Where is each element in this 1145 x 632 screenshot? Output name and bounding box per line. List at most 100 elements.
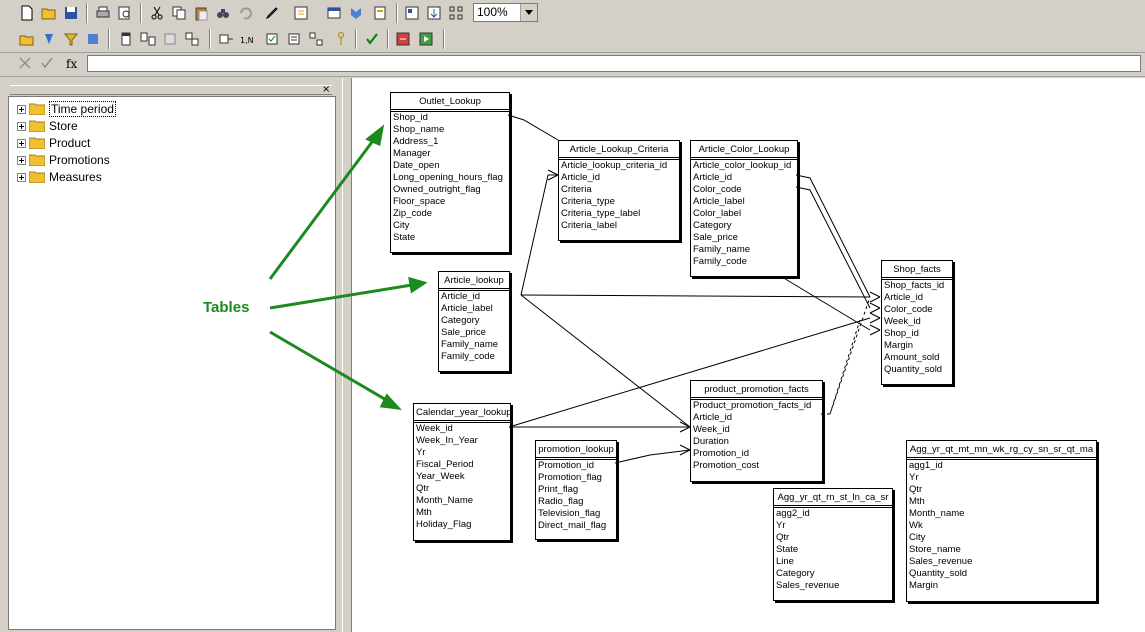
table-field[interactable]: Article_color_lookup_id: [693, 160, 792, 171]
table-field[interactable]: Promotion_flag: [538, 472, 602, 483]
new-icon[interactable]: [17, 3, 37, 23]
table-field[interactable]: Article_id: [693, 412, 733, 423]
table-field[interactable]: agg2_id: [776, 508, 810, 519]
tree-item-time-period[interactable]: Time period: [17, 101, 116, 117]
table-field[interactable]: Television_flag: [538, 508, 601, 519]
edit-icon[interactable]: [262, 3, 282, 23]
table-field[interactable]: Mth: [909, 496, 925, 507]
table-field[interactable]: Promotion_id: [538, 460, 594, 471]
table-field[interactable]: Criteria: [561, 184, 592, 195]
table-field[interactable]: Store_name: [909, 544, 961, 555]
table-field[interactable]: Shop_id: [884, 328, 919, 339]
tree-item-measures[interactable]: Measures: [17, 169, 102, 185]
print-preview-icon[interactable]: [115, 3, 135, 23]
table-field[interactable]: Week_id: [693, 424, 730, 435]
table-field[interactable]: Product_promotion_facts_id: [693, 400, 812, 411]
table-field[interactable]: Family_code: [693, 256, 747, 267]
table-field[interactable]: Margin: [909, 580, 939, 591]
table-field[interactable]: Radio_flag: [538, 496, 584, 507]
table-field[interactable]: Yr: [776, 520, 786, 531]
table-field[interactable]: Date_open: [393, 160, 440, 171]
table-field[interactable]: Article_id: [693, 172, 733, 183]
table-field[interactable]: Address_1: [393, 136, 439, 147]
undo-icon[interactable]: [235, 3, 255, 23]
table-field[interactable]: Category: [776, 568, 815, 579]
table-field[interactable]: Margin: [884, 340, 914, 351]
aggregate-navigation-icon[interactable]: [362, 29, 382, 49]
view-icon[interactable]: [324, 3, 344, 23]
table-field[interactable]: State: [393, 232, 416, 243]
key-icon[interactable]: [331, 29, 351, 49]
close-icon[interactable]: ×: [322, 84, 331, 95]
table-field[interactable]: Month_Name: [416, 495, 474, 506]
table-field[interactable]: Long_opening_hours_flag: [393, 172, 503, 183]
table-field[interactable]: Article_id: [441, 291, 481, 302]
table-field[interactable]: Qtr: [909, 484, 923, 495]
table-field[interactable]: Print_flag: [538, 484, 579, 495]
table-field[interactable]: Sale_price: [441, 327, 486, 338]
paste-icon[interactable]: [191, 3, 211, 23]
table-field[interactable]: Qtr: [416, 483, 430, 494]
table-field[interactable]: Article_id: [884, 292, 924, 303]
table-field[interactable]: Wk: [909, 520, 923, 531]
insert-class-icon[interactable]: [17, 29, 37, 49]
insert-table-icon[interactable]: [116, 29, 136, 49]
table-field[interactable]: Category: [441, 315, 480, 326]
table-field[interactable]: Sales_revenue: [909, 556, 973, 567]
table-field[interactable]: Fiscal_Period: [416, 459, 474, 470]
table-field[interactable]: Quantity_sold: [909, 568, 968, 579]
table-field[interactable]: Category: [693, 220, 732, 231]
table-field[interactable]: Article_lookup_criteria_id: [561, 160, 668, 171]
insert-condition-icon[interactable]: [61, 29, 81, 49]
table-field[interactable]: Sales_revenue: [776, 580, 840, 591]
expand-icon[interactable]: [17, 138, 26, 148]
tree-item-product[interactable]: Product: [17, 135, 90, 151]
view-structure-icon[interactable]: [291, 3, 311, 23]
table-field[interactable]: Owned_outright_flag: [393, 184, 481, 195]
print-icon[interactable]: [93, 3, 113, 23]
pane-splitter[interactable]: [342, 78, 352, 632]
table-field[interactable]: Week_id: [884, 316, 921, 327]
table-agg-yr-qt-mt-mn-wk-rg-cy-sn-sr-qt-ma[interactable]: Agg_yr_qt_mt_mn_wk_rg_cy_sn_sr_qt_ma agg…: [906, 440, 1097, 602]
expand-icon[interactable]: [17, 172, 26, 182]
table-field[interactable]: Month_name: [909, 508, 965, 519]
copy-icon[interactable]: [169, 3, 189, 23]
table-field[interactable]: Promotion_cost: [693, 460, 760, 471]
table-field[interactable]: Color_code: [693, 184, 742, 195]
table-field[interactable]: Family_name: [441, 339, 499, 350]
table-field[interactable]: Holiday_Flag: [416, 519, 472, 530]
check-integrity-icon[interactable]: [284, 29, 304, 49]
table-field[interactable]: Year_Week: [416, 471, 465, 482]
insert-alias-icon[interactable]: [160, 29, 180, 49]
chevron-down-icon[interactable]: [520, 4, 537, 21]
table-field[interactable]: Week_id: [416, 423, 453, 434]
expand-icon[interactable]: [17, 104, 26, 114]
table-field[interactable]: Criteria_label: [561, 220, 617, 231]
insert-hierarchy-icon[interactable]: [83, 29, 103, 49]
insert-join-icon[interactable]: [138, 29, 158, 49]
table-field[interactable]: Qtr: [776, 532, 790, 543]
table-field[interactable]: Week_In_Year: [416, 435, 478, 446]
table-field[interactable]: Line: [776, 556, 794, 567]
table-field[interactable]: Color_code: [884, 304, 933, 315]
table-field[interactable]: Family_code: [441, 351, 495, 362]
formula-input[interactable]: [87, 55, 1141, 72]
accept-icon[interactable]: [40, 56, 54, 73]
table-field[interactable]: Yr: [909, 472, 919, 483]
tree-item-store[interactable]: Store: [17, 118, 78, 134]
zoom-fit-icon[interactable]: [402, 3, 422, 23]
table-field[interactable]: Shop_facts_id: [884, 280, 945, 291]
cut-icon[interactable]: [147, 3, 167, 23]
refresh-icon[interactable]: [393, 29, 413, 49]
table-field[interactable]: State: [776, 544, 799, 555]
table-field[interactable]: Promotion_id: [693, 448, 749, 459]
table-field[interactable]: Article_label: [441, 303, 493, 314]
tree-item-promotions[interactable]: Promotions: [17, 152, 110, 168]
table-field[interactable]: City: [909, 532, 926, 543]
open-icon[interactable]: [39, 3, 59, 23]
